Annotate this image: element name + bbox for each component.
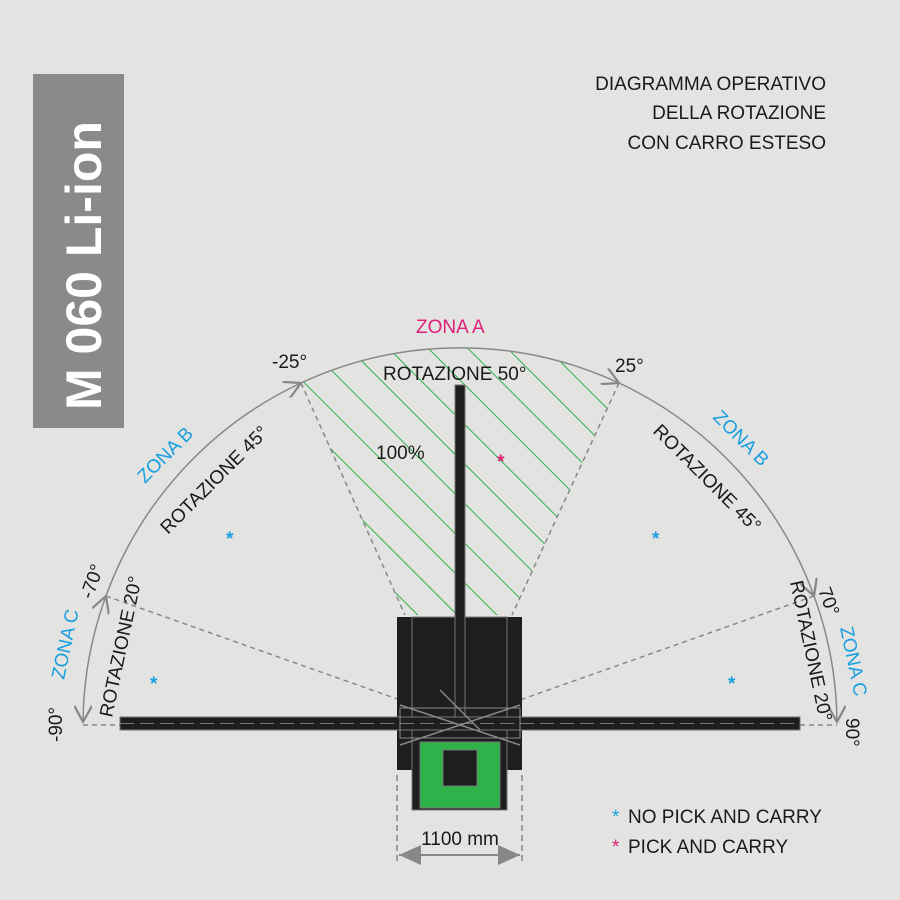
zone-a-label: ZONA A [416, 317, 485, 338]
arc-zone-c-right [813, 595, 837, 722]
dimension-extension-lines [396, 775, 523, 862]
no-pick-and-carry-asterisk: * [728, 674, 736, 695]
pick-and-carry-asterisk: * [497, 452, 505, 473]
arc-zone-a [300, 347, 620, 384]
dimension-label: 1100 mm [421, 829, 499, 850]
zone-b-right-label: ZONA B [708, 407, 772, 471]
legend: * NO PICK AND CARRY * PICK AND CARRY [612, 807, 822, 858]
title-line: CON CARRO ESTESO [628, 133, 826, 154]
angle-label-minus-90: -90° [46, 707, 67, 742]
legend-label: NO PICK AND CARRY [628, 807, 822, 828]
zone-a-rotation: ROTAZIONE 50° [383, 364, 526, 385]
legend-label: PICK AND CARRY [628, 837, 788, 858]
legend-symbol-pink: * [612, 837, 620, 858]
machine-top-view [119, 384, 801, 811]
zone-a-boundary [300, 382, 620, 616]
arc-zone-b-right [619, 383, 814, 596]
angle-label-25: 25° [615, 356, 644, 377]
no-pick-and-carry-asterisk: * [150, 674, 158, 695]
zone-c-left-rotation: ROTAZIONE 20° [96, 574, 146, 719]
angle-label-90: 90° [841, 718, 862, 747]
angle-label-minus-25: -25° [272, 352, 307, 373]
angle-label-70: 70° [813, 585, 843, 619]
title-line: DELLA ROTAZIONE [652, 103, 826, 124]
title-line: DIAGRAMMA OPERATIVO [595, 74, 826, 95]
zone-b-left-label: ZONA B [134, 423, 198, 487]
model-label: M 060 Li-ion [56, 121, 112, 410]
zone-c-left-label: ZONA C [48, 607, 83, 681]
zone-c-right-label: ZONA C [835, 625, 870, 699]
diagram-title: DIAGRAMMA OPERATIVO DELLA ROTAZIONE CON … [595, 74, 826, 154]
arc-zone-c-left [83, 595, 107, 722]
angle-label-minus-70: -70° [77, 562, 109, 602]
zone-boundaries [83, 595, 837, 726]
legend-symbol-blue: * [612, 807, 620, 828]
arc-zone-b-left [106, 383, 301, 596]
no-pick-and-carry-asterisk: * [652, 529, 660, 550]
no-pick-and-carry-asterisk: * [226, 529, 234, 550]
model-badge [33, 74, 124, 428]
zone-a-percent: 100% [376, 443, 425, 464]
